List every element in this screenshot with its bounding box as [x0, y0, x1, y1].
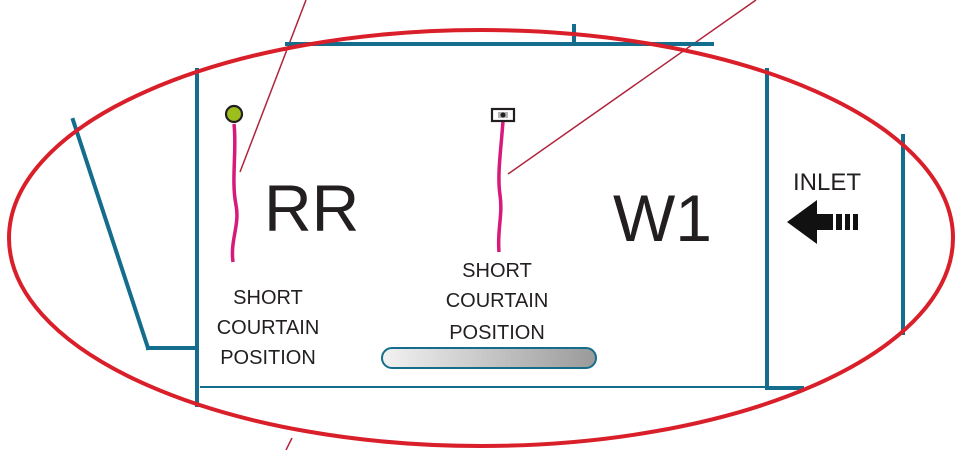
left-sensor-label: SHORT COURTAIN POSITION — [217, 287, 320, 369]
room-label-rr: RR — [264, 171, 359, 245]
center-sensor-label-line-1: SHORT — [462, 260, 532, 282]
room-label-w1: W1 — [613, 181, 712, 255]
pointer-line-left — [239, 0, 307, 173]
left-sensor-label-line-3: POSITION — [220, 347, 316, 369]
center-sensor-label: SHORT COURTAIN POSITION — [446, 260, 549, 344]
green-round-sensor-icon — [224, 104, 244, 124]
square-sensor-icon — [490, 107, 516, 123]
center-sensor-cable — [496, 120, 505, 253]
left-arrow-icon — [787, 200, 858, 244]
inlet-label: INLET — [793, 169, 861, 196]
left-sensor-label-line-1: SHORT — [233, 287, 303, 309]
pointer-line-bottom — [285, 437, 293, 450]
pointer-line-center — [507, 0, 757, 175]
curtain-bar — [381, 347, 597, 369]
center-sensor-label-line-3: POSITION — [449, 322, 545, 344]
left-sensor-label-line-2: COURTAIN — [217, 317, 320, 339]
highlight-ellipse — [7, 28, 955, 448]
center-sensor-label-line-2: COURTAIN — [446, 290, 549, 312]
left-sensor-cable — [230, 123, 239, 263]
